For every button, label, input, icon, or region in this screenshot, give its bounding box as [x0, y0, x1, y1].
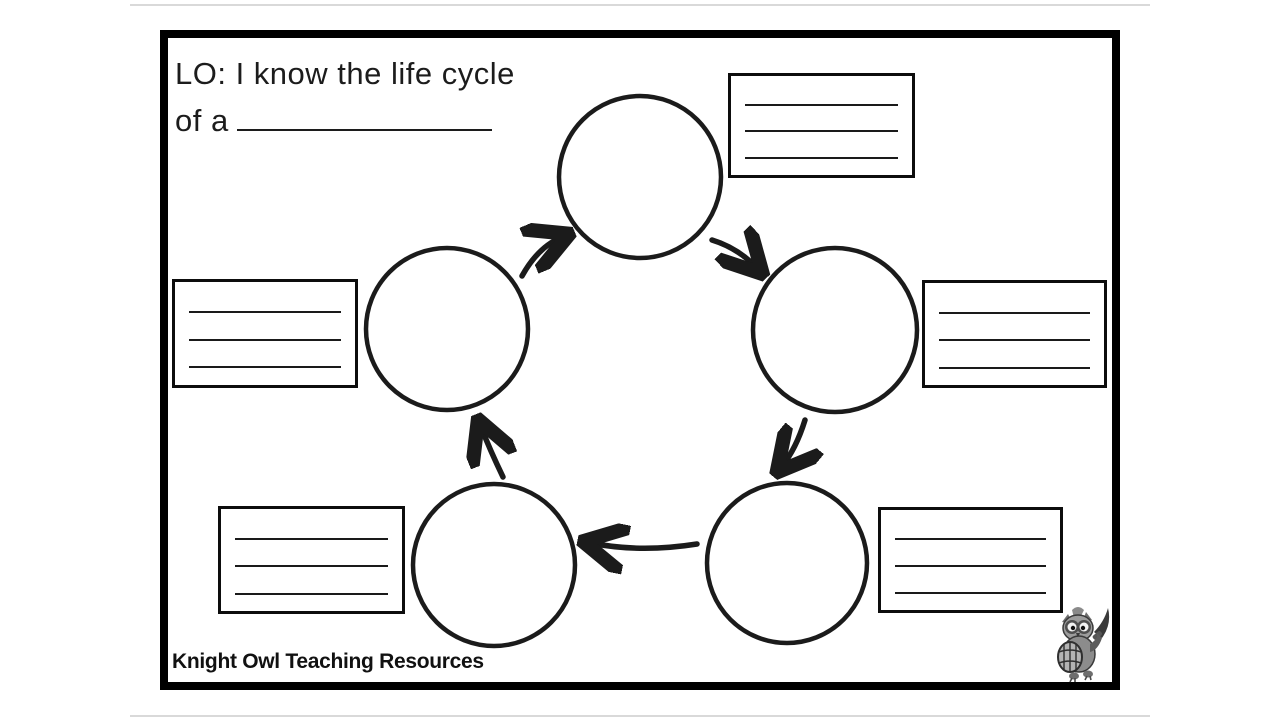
writing-box-top-right[interactable]	[728, 73, 915, 178]
writing-box-middle-right[interactable]	[922, 280, 1107, 388]
cycle-stage-circle-lower-left[interactable]	[410, 481, 578, 649]
sword-icon	[1094, 608, 1110, 638]
blank-line[interactable]	[745, 130, 898, 133]
blank-line[interactable]	[895, 592, 1046, 594]
blank-line[interactable]	[939, 339, 1090, 342]
blank-line[interactable]	[189, 310, 341, 313]
blank-line[interactable]	[235, 592, 388, 595]
writing-box-bottom-left[interactable]	[218, 506, 405, 614]
blank-line[interactable]	[745, 157, 898, 160]
writing-box-bottom-right[interactable]	[878, 507, 1063, 613]
blank-line[interactable]	[745, 103, 898, 106]
cycle-stage-circle-upper-left[interactable]	[363, 245, 531, 413]
blank-line[interactable]	[895, 538, 1046, 540]
title-line-2-prefix: of a	[175, 103, 229, 138]
cycle-stage-circle-top[interactable]	[556, 93, 724, 261]
knight-owl-mascot-logo	[1057, 607, 1110, 683]
writing-box-middle-left[interactable]	[172, 279, 358, 388]
cycle-stage-circle-lower-right[interactable]	[704, 480, 870, 646]
blank-line[interactable]	[235, 565, 388, 568]
cycle-stage-circle-upper-right[interactable]	[750, 245, 920, 415]
blank-line[interactable]	[189, 366, 341, 369]
shield-icon	[1058, 642, 1082, 672]
footer-credit: Knight Owl Teaching Resources	[172, 650, 484, 673]
blank-line[interactable]	[939, 366, 1090, 369]
title-line-1: LO: I know the life cycle	[175, 56, 515, 91]
blank-line[interactable]	[235, 537, 388, 540]
title-blank-field[interactable]	[236, 107, 492, 131]
blank-line[interactable]	[895, 565, 1046, 567]
title-line-2: of a	[175, 97, 595, 144]
learning-objective-title: LO: I know the life cycle of a	[175, 50, 595, 144]
blank-line[interactable]	[939, 311, 1090, 314]
blank-line[interactable]	[189, 338, 341, 341]
